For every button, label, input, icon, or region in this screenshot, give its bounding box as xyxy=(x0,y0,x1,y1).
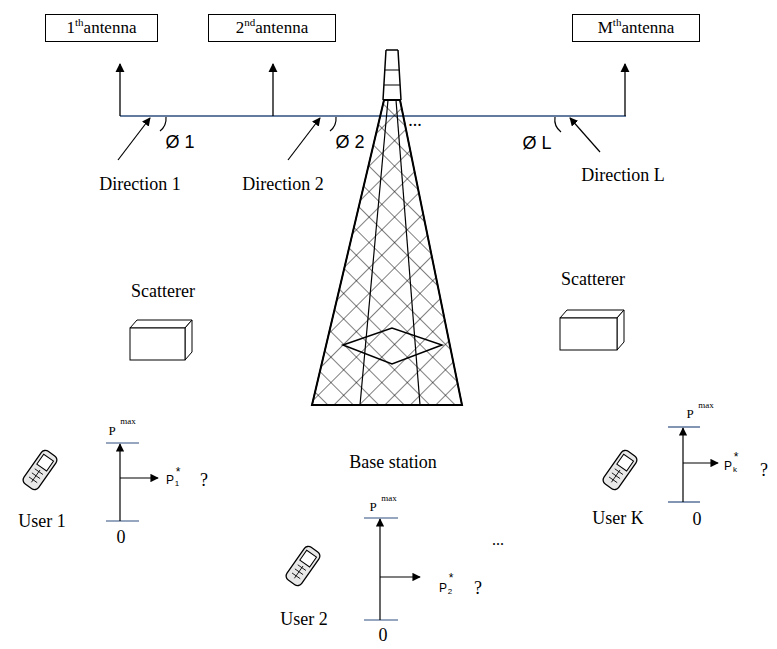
ordinal-suffix: nd xyxy=(244,16,255,28)
antenna-array xyxy=(120,64,626,116)
zero-label: 0 xyxy=(379,626,388,644)
scatterer-label: Scatterer xyxy=(561,270,625,288)
power-symbol: P xyxy=(108,424,115,437)
power-subscript: 2 xyxy=(448,588,452,596)
power-symbol: P xyxy=(369,500,376,513)
power-symbol: P xyxy=(724,460,732,472)
user-label: User 1 xyxy=(18,512,66,530)
user-label: User 2 xyxy=(280,610,328,628)
antenna-label: M xyxy=(598,18,613,38)
power-symbol: P xyxy=(686,407,693,420)
scatterer-box xyxy=(560,310,624,350)
power-symbol: P xyxy=(439,582,447,594)
ordinal-suffix: th xyxy=(613,16,622,28)
ellipsis: ... xyxy=(408,111,422,129)
direction-label: Direction 2 xyxy=(242,175,323,193)
phone-icon xyxy=(284,544,322,587)
power-scale xyxy=(364,518,420,620)
angle-label: Ø 1 xyxy=(165,133,194,151)
antenna-label: antenna xyxy=(621,18,674,38)
power-scale xyxy=(668,427,718,502)
power-superscript: max xyxy=(120,417,136,426)
power-superscript: * xyxy=(449,572,454,584)
power-superscript: * xyxy=(734,451,739,463)
phone-icon xyxy=(601,448,639,491)
zero-label: 0 xyxy=(117,528,126,546)
antenna-box: 2ndantenna xyxy=(208,14,336,42)
phone-icon xyxy=(21,448,59,491)
ordinal-suffix: th xyxy=(75,16,84,28)
power-subscript: k xyxy=(733,466,737,474)
scatterer-box xyxy=(130,320,192,360)
question-mark: ? xyxy=(200,471,208,489)
power-superscript: max xyxy=(381,494,397,503)
question-mark: ? xyxy=(474,579,482,597)
base-station-label: Base station xyxy=(349,453,437,471)
antenna-label: 1 xyxy=(67,18,76,38)
power-superscript: max xyxy=(698,401,714,410)
base-station-tower xyxy=(312,50,462,405)
angle-label: Ø L xyxy=(522,134,551,152)
antenna-box: 1thantenna xyxy=(45,14,158,42)
antenna-box: Mthantenna xyxy=(572,14,700,42)
antenna-label: 2 xyxy=(236,18,245,38)
scatterer-label: Scatterer xyxy=(131,282,195,300)
user-label: User K xyxy=(592,509,644,527)
power-symbol: P xyxy=(166,474,174,486)
power-scale xyxy=(106,443,158,521)
ellipsis: ... xyxy=(492,532,504,548)
antenna-label: antenna xyxy=(84,18,137,38)
antenna-label: antenna xyxy=(255,18,308,38)
power-superscript: * xyxy=(176,466,181,478)
direction-label: Direction L xyxy=(581,166,664,184)
question-mark: ? xyxy=(760,461,768,479)
zero-label: 0 xyxy=(693,510,702,528)
direction-arrows xyxy=(118,117,600,160)
direction-label: Direction 1 xyxy=(99,175,180,193)
angle-label: Ø 2 xyxy=(335,133,364,151)
power-subscript: 1 xyxy=(175,480,179,488)
